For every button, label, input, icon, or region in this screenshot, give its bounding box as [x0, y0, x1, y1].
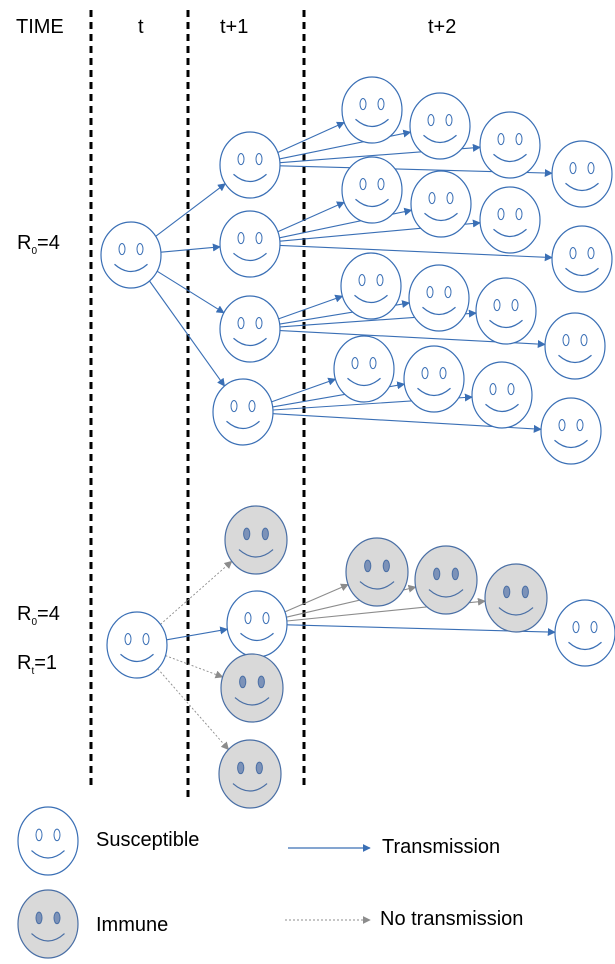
- bottom-r0-value: =4: [37, 603, 60, 625]
- arrow-top-t-to-top-t1-1: [155, 183, 226, 237]
- legend-susceptible-label: Susceptible: [96, 829, 200, 851]
- legend-no-transmission-label: No transmission: [380, 908, 524, 930]
- legend-immune-label: Immune: [96, 914, 169, 936]
- top-r0-base: R: [17, 232, 32, 254]
- bottom-r0-label: R0=4: [17, 603, 60, 628]
- legend-transmission-label: Transmission: [382, 836, 501, 858]
- bottom-rt-subscript: t: [31, 666, 35, 677]
- arrow-top-t1-3-to-top-t2-c1: [278, 294, 344, 320]
- arrow-top-t1-2-to-top-t2-b1: [277, 201, 345, 233]
- arrow-top-t1-2-to-top-t2-b4: [279, 244, 553, 262]
- face-top-t2-b1: [341, 156, 403, 224]
- face-top-t1-3: [219, 295, 281, 363]
- face-top-t2-b2: [410, 170, 472, 238]
- arrow-top-t-to-top-t1-3: [156, 270, 225, 314]
- faces-layer: [17, 76, 615, 959]
- top-r0-subscript: 0: [31, 246, 38, 257]
- time-label: TIME: [16, 16, 64, 38]
- face-top-t2-c3: [475, 277, 537, 345]
- face-top-t2-b3: [479, 186, 541, 254]
- face-top-t2-c1: [340, 252, 402, 320]
- column-label-t1: t+1: [220, 16, 249, 38]
- face-top-t2-d1: [333, 335, 395, 403]
- arrow-bot-t-to-bot-t1-3: [165, 655, 224, 679]
- face-top-t2-c4: [544, 312, 606, 380]
- face-bot-t2-1: [345, 537, 409, 607]
- face-legend-susceptible: [17, 806, 79, 876]
- top-r0-value: =4: [37, 232, 60, 254]
- arrow-bot-t1-2-to-bot-t2-1: [284, 583, 349, 613]
- face-top-t2-c2: [408, 264, 470, 332]
- face-top-t: [100, 221, 162, 289]
- bottom-r0-base: R: [17, 603, 32, 625]
- arrow-bot-t-to-bot-t1-2: [166, 626, 229, 641]
- column-label-t: t: [138, 16, 144, 38]
- arrow-top-t-to-top-t1-2: [160, 243, 221, 253]
- arrow-top-t1-4-to-top-t2-d1: [271, 377, 337, 403]
- face-bot-t1-3: [220, 653, 284, 723]
- face-top-t1-1: [219, 131, 281, 199]
- arrow-bot-t-to-bot-t1-1: [160, 560, 233, 625]
- bottom-rt-label: Rt=1: [17, 652, 57, 677]
- face-top-t2-a3: [479, 111, 541, 179]
- face-bot-t2-3: [484, 563, 548, 633]
- arrow-top-t1-1-to-top-t2-a1: [277, 121, 345, 154]
- face-top-t1-2: [219, 210, 281, 278]
- face-top-t2-d4: [540, 397, 602, 465]
- face-top-t2-a4: [551, 140, 613, 208]
- face-top-t2-a1: [341, 76, 403, 144]
- arrow-top-t-to-top-t1-4: [149, 280, 225, 387]
- face-bot-t1-4: [218, 739, 282, 809]
- face-bot-t1-1: [224, 505, 288, 575]
- bottom-r0-subscript: 0: [31, 617, 38, 628]
- column-label-t2: t+2: [428, 16, 457, 38]
- face-top-t2-d3: [471, 361, 533, 429]
- bottom-rt-base: R: [17, 652, 32, 674]
- bottom-rt-value: =1: [34, 652, 58, 674]
- face-top-t2-d2: [403, 345, 465, 413]
- arrow-bot-t-to-bot-t1-4: [157, 668, 230, 751]
- face-bot-t1-2: [226, 590, 288, 658]
- face-top-t2-a2: [409, 92, 471, 160]
- face-bot-t2-2: [414, 545, 478, 615]
- face-bot-t2-4: [554, 599, 615, 667]
- face-bot-t: [106, 611, 168, 679]
- face-legend-immune: [17, 889, 79, 959]
- top-r0-label: R0=4: [17, 232, 60, 257]
- face-top-t2-b4: [551, 225, 613, 293]
- face-top-t1-4: [212, 378, 274, 446]
